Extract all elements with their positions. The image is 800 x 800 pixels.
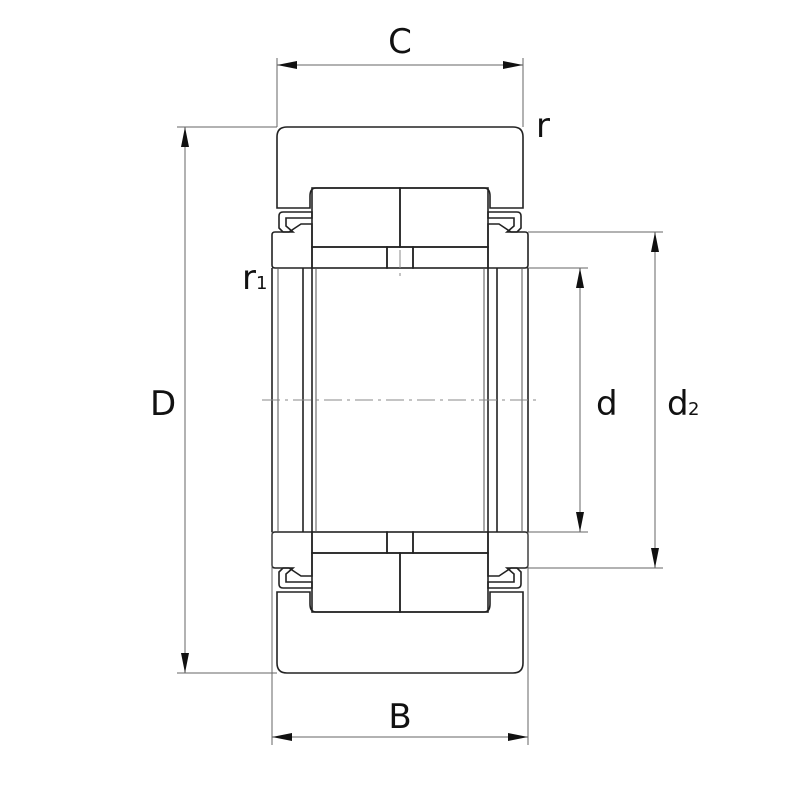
label-d: d <box>596 384 618 424</box>
lower-section <box>271 531 529 674</box>
label-d2-subscript: 2 <box>688 399 699 420</box>
bore-lines <box>262 250 540 532</box>
label-r: r <box>536 106 550 146</box>
label-r1: r <box>242 258 256 298</box>
label-C: C <box>388 22 412 62</box>
label-D: D <box>150 384 176 424</box>
label-B: B <box>388 697 411 737</box>
upper-section <box>271 126 529 269</box>
label-r1-subscript: 1 <box>256 273 267 294</box>
label-d2: d <box>667 384 689 424</box>
dimension-lines <box>177 58 663 745</box>
